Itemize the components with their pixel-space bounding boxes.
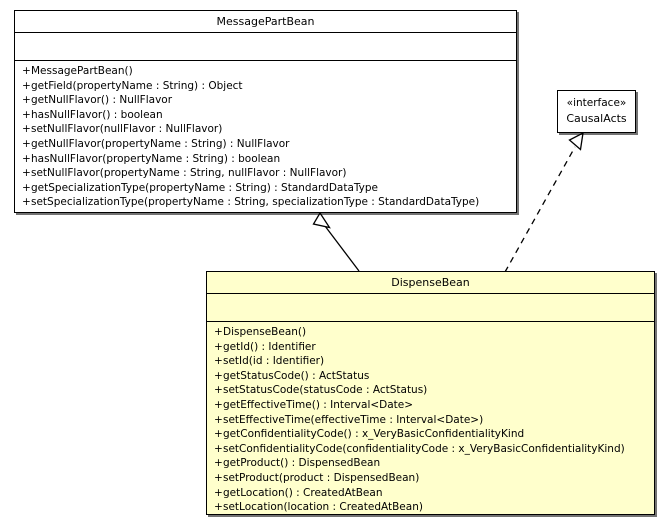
operation-signature: getProduct() : DispensedBean	[223, 457, 381, 470]
operation-signature: getNullFlavor() : NullFlavor	[31, 94, 173, 107]
operation-row[interactable]: +setLocation(location : CreatedAtBean)	[207, 500, 654, 515]
operation-signature: hasNullFlavor(propertyName : String) : b…	[31, 152, 281, 165]
class-attributes-compartment-message-part-bean	[15, 33, 516, 61]
operation-signature: getNullFlavor(propertyName : String) : N…	[31, 137, 290, 150]
operation-row[interactable]: +setSpecializationType(propertyName : St…	[15, 195, 516, 210]
operation-row[interactable]: +setNullFlavor(nullFlavor : NullFlavor)	[15, 122, 516, 137]
visibility-marker: +	[214, 428, 223, 441]
operation-signature: setStatusCode(statusCode : ActStatus)	[223, 384, 428, 397]
operation-row[interactable]: +getField(propertyName : String) : Objec…	[15, 79, 516, 94]
hollow-triangle-arrowhead-icon	[568, 131, 584, 151]
operation-row[interactable]: +setProduct(product : DispensedBean)	[207, 471, 654, 486]
operation-row[interactable]: +setId(id : Identifier)	[207, 354, 654, 369]
operation-row[interactable]: +getEffectiveTime() : Interval<Date>	[207, 398, 654, 413]
operation-row[interactable]: +getId() : Identifier	[207, 340, 654, 355]
visibility-marker: +	[22, 181, 31, 194]
operation-signature: getEffectiveTime() : Interval<Date>	[223, 398, 414, 411]
interface-stereotype-label: «interface»	[566, 97, 627, 109]
operation-signature: getField(propertyName : String) : Object	[31, 79, 243, 92]
operation-row[interactable]: +DispenseBean()	[207, 325, 654, 340]
visibility-marker: +	[214, 457, 223, 470]
interface-box-causal-acts[interactable]: «interface» CausalActs	[557, 90, 636, 133]
operation-row[interactable]: +getNullFlavor() : NullFlavor	[15, 93, 516, 108]
operation-row[interactable]: +setEffectiveTime(effectiveTime : Interv…	[207, 413, 654, 428]
class-box-dispense-bean[interactable]: DispenseBean +DispenseBean() +getId() : …	[206, 271, 655, 515]
operation-row[interactable]: +getProduct() : DispensedBean	[207, 456, 654, 471]
visibility-marker: +	[214, 355, 223, 368]
operation-signature: setId(id : Identifier)	[223, 355, 325, 368]
operation-row[interactable]: +setStatusCode(statusCode : ActStatus)	[207, 383, 654, 398]
operation-signature: DispenseBean()	[223, 326, 307, 338]
visibility-marker: +	[22, 65, 31, 77]
operation-signature: setSpecializationType(propertyName : Str…	[31, 196, 480, 209]
visibility-marker: +	[214, 369, 223, 382]
visibility-marker: +	[214, 486, 223, 499]
operation-row[interactable]: +getSpecializationType(propertyName : St…	[15, 181, 516, 196]
operation-row[interactable]: +MessagePartBean()	[15, 64, 516, 79]
visibility-marker: +	[22, 152, 31, 165]
operation-signature: MessagePartBean()	[31, 65, 133, 77]
visibility-marker: +	[214, 384, 223, 397]
operation-signature: hasNullFlavor() : boolean	[31, 108, 163, 121]
operation-signature: setNullFlavor(nullFlavor : NullFlavor)	[31, 123, 223, 136]
class-name-dispense-bean: DispenseBean	[207, 272, 654, 294]
hollow-triangle-arrowhead-icon	[312, 211, 331, 229]
operation-signature: getId() : Identifier	[223, 340, 316, 353]
class-attributes-compartment-dispense-bean	[207, 294, 654, 322]
operation-signature: getLocation() : CreatedAtBean	[223, 486, 383, 499]
visibility-marker: +	[214, 413, 223, 426]
class-operations-compartment-message-part-bean: +MessagePartBean() +getField(propertyNam…	[15, 61, 516, 214]
visibility-marker: +	[22, 108, 31, 121]
operation-row[interactable]: +hasNullFlavor(propertyName : String) : …	[15, 152, 516, 167]
class-operations-compartment-dispense-bean: +DispenseBean() +getId() : Identifier +s…	[207, 322, 654, 519]
visibility-marker: +	[214, 340, 223, 353]
visibility-marker: +	[214, 471, 223, 484]
visibility-marker: +	[214, 442, 223, 455]
operation-row[interactable]: +getConfidentialityCode() : x_VeryBasicC…	[207, 427, 654, 442]
operation-row[interactable]: +setConfidentialityCode(confidentialityC…	[207, 442, 654, 457]
operation-signature: getStatusCode() : ActStatus	[223, 369, 370, 382]
visibility-marker: +	[22, 137, 31, 150]
visibility-marker: +	[22, 123, 31, 136]
operation-row[interactable]: +getLocation() : CreatedAtBean	[207, 486, 654, 501]
class-box-message-part-bean[interactable]: MessagePartBean +MessagePartBean() +getF…	[14, 10, 517, 213]
visibility-marker: +	[214, 326, 223, 338]
visibility-marker: +	[214, 501, 223, 514]
operation-signature: setProduct(product : DispensedBean)	[223, 471, 420, 484]
operation-row[interactable]: +getNullFlavor(propertyName : String) : …	[15, 137, 516, 152]
operation-signature: setConfidentialityCode(confidentialityCo…	[223, 442, 625, 455]
operation-signature: getSpecializationType(propertyName : Str…	[31, 181, 379, 194]
operation-row[interactable]: +hasNullFlavor() : boolean	[15, 108, 516, 123]
operation-signature: setEffectiveTime(effectiveTime : Interva…	[223, 413, 484, 426]
class-name-message-part-bean: MessagePartBean	[15, 11, 516, 33]
visibility-marker: +	[22, 94, 31, 107]
visibility-marker: +	[22, 167, 31, 180]
visibility-marker: +	[214, 398, 223, 411]
operation-row[interactable]: +getStatusCode() : ActStatus	[207, 369, 654, 384]
operation-row[interactable]: +setNullFlavor(propertyName : String, nu…	[15, 166, 516, 181]
generalization-edge	[312, 211, 360, 272]
operation-signature: getConfidentialityCode() : x_VeryBasicCo…	[223, 428, 525, 441]
visibility-marker: +	[22, 196, 31, 209]
visibility-marker: +	[22, 79, 31, 92]
operation-signature: setLocation(location : CreatedAtBean)	[223, 501, 423, 514]
interface-name-causal-acts: CausalActs	[566, 112, 627, 125]
operation-signature: setNullFlavor(propertyName : String, nul…	[31, 167, 347, 180]
